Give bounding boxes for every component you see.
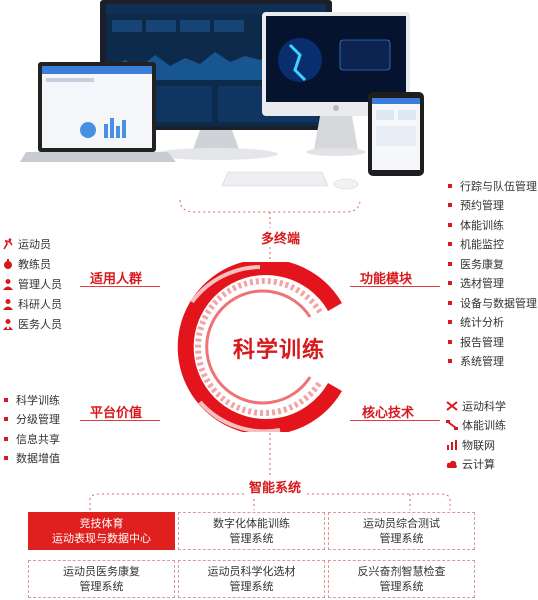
system-box[interactable]: 运动员科学化选材管理系统 xyxy=(178,560,325,598)
modules-item: 选材管理 xyxy=(448,274,537,294)
system-box[interactable]: 竞技体育运动表现与数据中心 xyxy=(28,512,175,550)
bullet-icon xyxy=(4,397,8,402)
tablet xyxy=(368,92,424,176)
bullet-icon xyxy=(448,203,452,208)
cloud-icon xyxy=(446,461,457,469)
keyboard xyxy=(221,171,329,187)
laptop xyxy=(20,62,176,162)
users-list: 运动员 教练员 管理人员 科研人员 医务人员 xyxy=(2,234,62,334)
whistle-icon xyxy=(4,259,12,269)
manager-icon xyxy=(3,279,13,290)
sport-icon xyxy=(446,400,458,411)
modules-item: 医务康复 xyxy=(448,254,537,274)
medic-icon xyxy=(3,319,13,330)
value-divider xyxy=(80,420,160,421)
smart-system-label: 智能系统 xyxy=(246,477,305,496)
users-item: 科研人员 xyxy=(2,294,62,314)
tech-title: 核心技术 xyxy=(362,406,415,421)
researcher-icon xyxy=(3,299,13,310)
multi-terminal-label: 多终端 xyxy=(258,228,304,247)
value-item: 分级管理 xyxy=(4,410,60,430)
value-item: 科学训练 xyxy=(4,390,60,410)
bullet-icon xyxy=(448,261,452,266)
center-ring-graphic xyxy=(177,262,342,432)
modules-item: 行踪与队伍管理 xyxy=(448,176,537,196)
tech-item: 运动科学 xyxy=(446,396,506,416)
device-mockups xyxy=(20,0,424,190)
users-item: 管理人员 xyxy=(2,274,62,294)
value-list: 科学训练 分级管理 信息共享 数据增值 xyxy=(4,390,60,468)
bullet-icon xyxy=(4,456,8,461)
bullet-icon xyxy=(4,436,8,441)
tech-item: 体能训练 xyxy=(446,416,506,436)
value-item: 信息共享 xyxy=(4,429,60,449)
users-item: 教练员 xyxy=(2,254,62,274)
users-item: 运动员 xyxy=(2,234,62,254)
modules-list: 行踪与队伍管理 预约管理 体能训练 机能监控 医务康复 选材管理 设备与数据管理… xyxy=(448,176,537,371)
modules-item: 统计分析 xyxy=(448,313,537,333)
modules-item: 设备与数据管理 xyxy=(448,293,537,313)
bullet-icon xyxy=(448,222,452,227)
system-box[interactable]: 运动员综合测试管理系统 xyxy=(328,512,475,550)
tech-divider xyxy=(350,420,440,421)
value-title: 平台价值 xyxy=(90,406,143,421)
tech-list: 运动科学 体能训练 物联网 云计算 xyxy=(446,396,506,474)
users-item: 医务人员 xyxy=(2,314,62,334)
bullet-icon xyxy=(448,359,452,364)
modules-item: 机能监控 xyxy=(448,235,537,255)
modules-item: 预约管理 xyxy=(448,196,537,216)
modules-item: 系统管理 xyxy=(448,352,537,372)
value-item: 数据增值 xyxy=(4,449,60,469)
modules-item: 报告管理 xyxy=(448,332,537,352)
tech-item: 物联网 xyxy=(446,435,506,455)
tech-item: 云计算 xyxy=(446,455,506,475)
bullet-icon xyxy=(448,320,452,325)
users-divider xyxy=(80,286,160,287)
modules-title: 功能模块 xyxy=(360,272,413,287)
system-box[interactable]: 运动员医务康复管理系统 xyxy=(28,560,175,598)
iot-icon xyxy=(447,439,457,450)
mouse xyxy=(333,178,359,190)
bullet-icon xyxy=(448,300,452,305)
bullet-icon xyxy=(448,339,452,344)
system-box[interactable]: 数字化体能训练管理系统 xyxy=(178,512,325,550)
modules-item: 体能训练 xyxy=(448,215,537,235)
system-box[interactable]: 反兴奋剂智慧检查管理系统 xyxy=(328,560,475,598)
center-title: 科学训练 xyxy=(233,338,326,363)
modules-divider xyxy=(350,286,440,287)
bullet-icon xyxy=(4,417,8,422)
bullet-icon xyxy=(448,242,452,247)
bullet-icon xyxy=(448,183,452,188)
runner-icon xyxy=(3,238,13,250)
users-title: 适用人群 xyxy=(90,272,143,287)
all-in-one-computer xyxy=(262,12,410,156)
dumbbell-icon xyxy=(446,420,458,431)
bullet-icon xyxy=(448,281,452,286)
